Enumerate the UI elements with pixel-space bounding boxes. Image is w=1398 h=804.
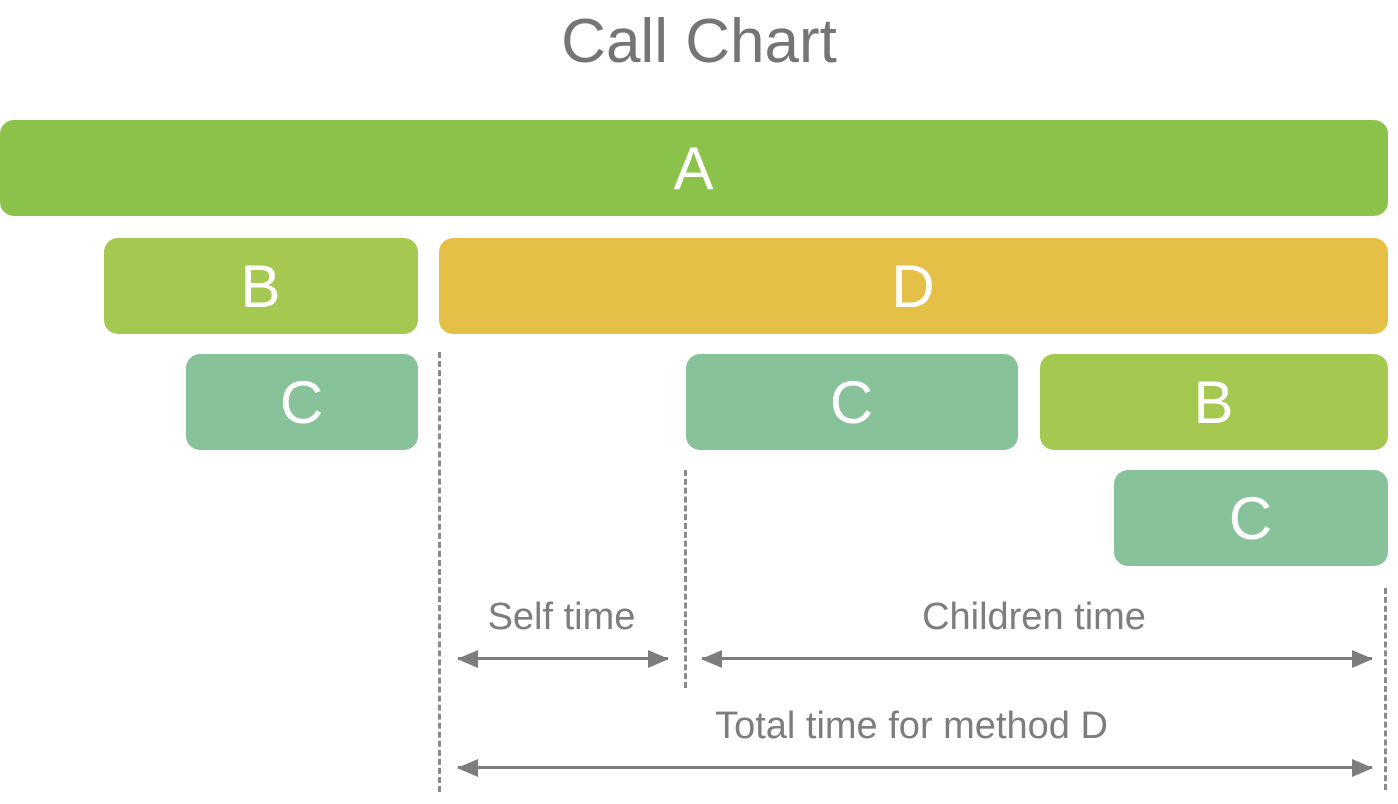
call-bar-c-3: C	[1114, 470, 1388, 566]
total-time-arrow	[458, 766, 1372, 769]
self-time-arrow	[458, 657, 668, 660]
call-bar-c-2: C	[686, 354, 1018, 450]
call-bar-c-1: C	[186, 354, 418, 450]
call-bar-a-1: A	[0, 120, 1388, 216]
dashed-line-method-d-start	[438, 352, 441, 792]
children-time-label: Children time	[922, 596, 1146, 638]
call-bar-b-2: B	[1040, 354, 1388, 450]
call-bar-d-1: D	[439, 238, 1388, 334]
page-title: Call Chart	[561, 7, 837, 76]
dashed-line-method-d-end	[1384, 588, 1387, 790]
children-time-arrow	[702, 657, 1372, 660]
dashed-line-children-start	[684, 470, 687, 688]
call-bar-b-1: B	[104, 238, 418, 334]
self-time-label: Self time	[487, 596, 636, 638]
total-time-label: Total time for method D	[715, 705, 1108, 747]
